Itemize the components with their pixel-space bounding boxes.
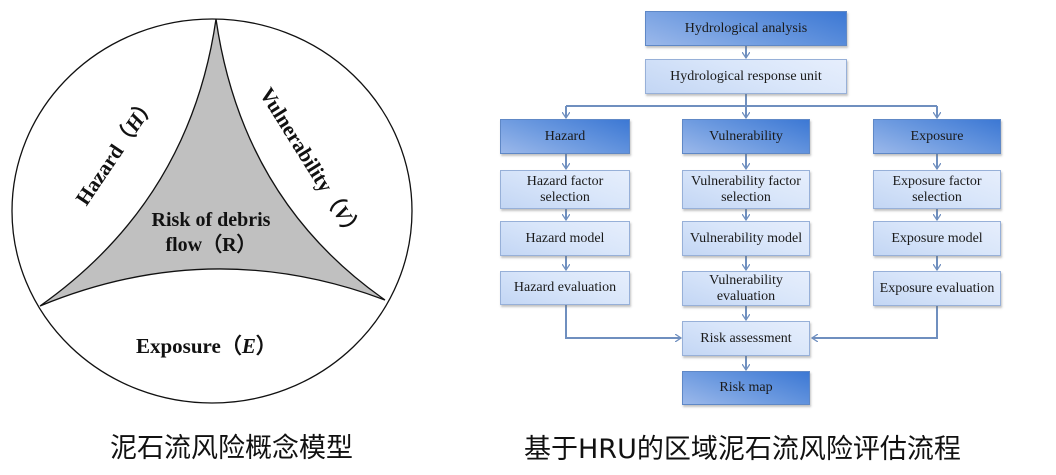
vulnerability-factor-box: Vulnerability factor selection: [682, 170, 810, 209]
connector: [565, 305, 681, 338]
exposure-header-box: Exposure: [873, 119, 1001, 154]
flowchart-caption: 基于HRU的区域泥石流风险评估流程: [524, 434, 961, 465]
vulnerability-evaluation-box: Vulnerability evaluation: [682, 271, 810, 306]
risk-concept-diagram: [11, 18, 413, 404]
flow-connectors: [0, 46, 1056, 420]
concept-caption: 泥石流风险概念模型: [110, 433, 353, 464]
exposure-label: Exposure（E）: [136, 334, 277, 358]
risk-curved-triangle: [39, 18, 386, 307]
vulnerability-model-box: Vulnerability model: [682, 221, 810, 256]
exposure-factor-box: Exposure factor selection: [873, 170, 1001, 209]
hazard-factor-box: Hazard factor selection: [500, 170, 630, 209]
hydrological-analysis-box: Hydrological analysis: [645, 11, 847, 46]
connector: [812, 306, 938, 338]
exposure-evaluation-box: Exposure evaluation: [873, 271, 1001, 306]
hydrological-response-unit-box: Hydrological response unit: [645, 59, 847, 94]
vulnerability-header-box: Vulnerability: [682, 119, 810, 154]
hazard-model-box: Hazard model: [500, 221, 630, 256]
risk-map-box: Risk map: [682, 371, 810, 405]
hazard-evaluation-box: Hazard evaluation: [500, 271, 630, 305]
exposure-model-box: Exposure model: [873, 221, 1001, 256]
risk-assessment-box: Risk assessment: [682, 321, 810, 356]
risk-center-label: Risk of debris flow（R）: [151, 209, 271, 256]
hazard-header-box: Hazard: [500, 119, 630, 154]
